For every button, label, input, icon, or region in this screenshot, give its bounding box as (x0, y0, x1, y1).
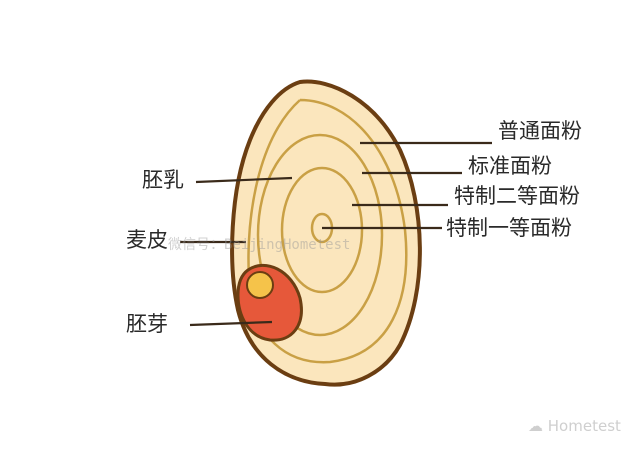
brand-watermark: ☁ Hometest (528, 417, 621, 435)
label-standard-flour: 标准面粉 (468, 154, 552, 178)
flour-rings (247, 98, 408, 364)
embryo (246, 271, 274, 299)
label-regular-flour: 普通面粉 (498, 119, 582, 143)
label-special-grade2-flour: 特制二等面粉 (454, 184, 580, 208)
wechat-icon: ☁ (528, 417, 548, 435)
leader-lines (180, 141, 492, 327)
label-endosperm: 胚乳 (142, 168, 184, 192)
label-bran: 麦皮 (126, 228, 168, 252)
watermark: 微信号：BeijingHometest (168, 237, 351, 253)
label-germ: 胚芽 (126, 312, 168, 336)
label-special-grade1-flour: 特制一等面粉 (446, 216, 572, 240)
